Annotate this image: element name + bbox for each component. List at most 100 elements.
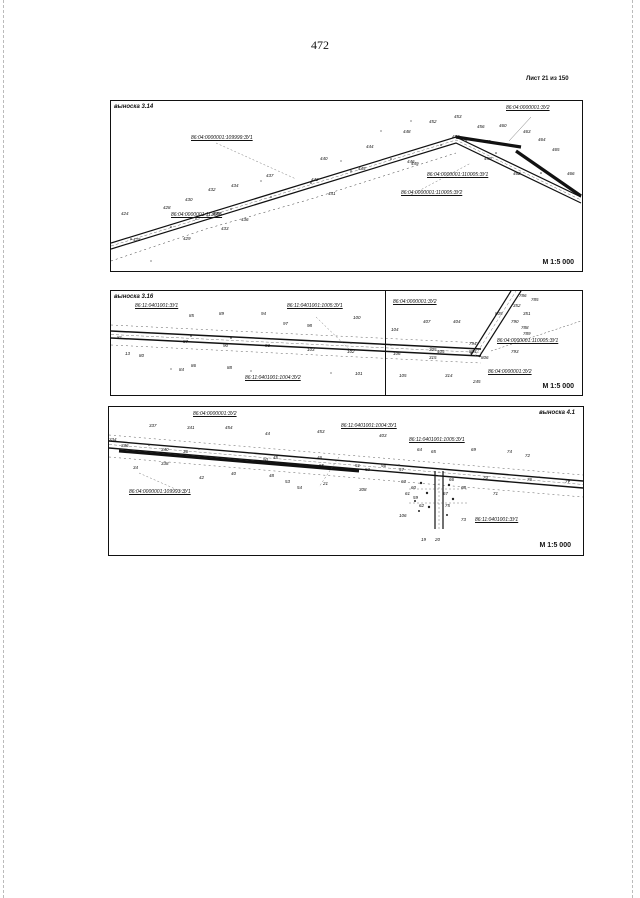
point-label: 64 <box>417 447 423 452</box>
point-label: 437 <box>266 173 274 178</box>
survey-drawing <box>111 116 582 262</box>
point-label: 351 <box>523 311 531 316</box>
point-label: 449 <box>411 161 419 166</box>
point-label: 785 <box>531 297 539 302</box>
point-label: 338 <box>161 461 169 466</box>
point-label: 430 <box>185 197 193 202</box>
parcel-label: 86:11:0401001:1005:ЗУ1 <box>287 303 343 309</box>
point-label: 63 <box>401 479 407 484</box>
point-label: 44 <box>265 431 271 436</box>
point-label: 45 <box>273 455 279 460</box>
point-label: 453 <box>454 114 462 119</box>
panel-divider <box>385 291 386 395</box>
point-label: 85 <box>189 313 195 318</box>
parcel-label: 86:11:0401001:ЗУ1 <box>475 517 519 523</box>
point-label: 48 <box>269 473 275 478</box>
point-label: 434 <box>231 183 239 188</box>
point-label: 53 <box>285 479 291 484</box>
point-label: 794 <box>469 341 477 346</box>
point-label: 352 <box>513 303 521 308</box>
point-label: 790 <box>511 319 519 324</box>
point-label: 442 <box>311 177 319 182</box>
point-label: 86 <box>191 363 197 368</box>
point-label: 42 <box>199 475 205 480</box>
point-label: 429 <box>183 236 191 241</box>
point-label: 68 <box>461 485 467 490</box>
point-label: 433 <box>221 226 229 231</box>
point-label: 336 <box>121 443 129 448</box>
point-label: 308 <box>359 487 367 492</box>
point-label: 71 <box>493 491 499 496</box>
point-label: 341 <box>187 425 195 430</box>
point-label: 66 <box>449 477 455 482</box>
point-label: 466 <box>567 171 575 176</box>
point-label: 440 <box>320 156 328 161</box>
point-label: 100 <box>353 315 361 320</box>
point-label: 19 <box>421 537 427 542</box>
point-label: 340 <box>161 447 169 452</box>
point-label: 460 <box>499 123 507 128</box>
left-scan-edge <box>3 0 4 898</box>
point-label: 36 <box>183 449 189 454</box>
point-label: 40 <box>231 471 237 476</box>
point-label: 424 <box>121 211 129 216</box>
point-label: 72 <box>525 453 531 458</box>
point-label: 89 <box>219 311 225 316</box>
parcel-label: 86:11:0401001:1005:ЗУ1 <box>409 437 465 443</box>
point-label: 464 <box>538 137 546 142</box>
point-label: 54 <box>297 485 303 490</box>
parcel-label: 86:04:0000001:ЗУ2 <box>193 411 237 417</box>
point-label: 806 <box>481 355 489 360</box>
point-label: 56 <box>381 463 387 468</box>
point-label: 13 <box>125 351 131 356</box>
point-label: 80 <box>139 353 145 358</box>
point-label: 334 <box>109 437 117 442</box>
point-label: 404 <box>453 319 461 324</box>
point-label: 76 <box>527 477 533 482</box>
point-label: 34 <box>133 465 139 470</box>
point-label: 305 <box>429 347 437 352</box>
point-label: 93 <box>265 343 271 348</box>
point-label: 106 <box>399 513 407 518</box>
sheet-label: Лист 21 из 150 <box>526 76 569 82</box>
point-label: 51 <box>355 463 361 468</box>
callout-panel-3-14: выноска 3.14 М 1:5 000 86:04:0000001:109… <box>110 100 583 272</box>
survey-drawing <box>111 291 582 374</box>
point-label: 465 <box>552 147 560 152</box>
parcel-label: 86:04:0000001:ЗУ2 <box>393 299 437 305</box>
parcel-label: 86:04:0000001:110005:ЗУ1 <box>427 172 489 178</box>
point-label: 452 <box>429 119 437 124</box>
point-label: 60 <box>411 485 417 490</box>
point-label: 805 <box>495 311 503 316</box>
parcel-label: 86:04:0000001:113505 <box>171 212 223 218</box>
point-label: 786 <box>519 293 527 298</box>
point-label: 788 <box>521 325 529 330</box>
point-label: 84 <box>179 367 185 372</box>
point-label: 87 <box>183 339 189 344</box>
point-label: 21 <box>323 481 329 486</box>
point-label: 94 <box>261 311 267 316</box>
point-label: 90 <box>223 343 229 348</box>
callout-label: выноска 4.1 <box>539 410 575 416</box>
point-label: 793 <box>511 349 519 354</box>
point-label: 67 <box>443 491 449 496</box>
point-label: 102 <box>347 349 355 354</box>
scale-label: М 1:5 000 <box>542 383 574 390</box>
point-label: 314 <box>445 373 453 378</box>
callout-panel-4-1: выноска 4.1 М 1:5 000 86:04:0000001:ЗУ2 … <box>108 406 584 556</box>
point-label: 103 <box>307 347 315 352</box>
point-label: 441 <box>328 191 336 196</box>
scale-label: М 1:5 000 <box>539 542 571 549</box>
point-label: 405 <box>437 349 445 354</box>
point-label: 106 <box>393 351 401 356</box>
point-label: 407 <box>423 319 431 324</box>
point-label: 445 <box>358 166 366 171</box>
point-label: 448 <box>403 129 411 134</box>
point-label: 459 <box>484 156 492 161</box>
point-label: 456 <box>477 124 485 129</box>
right-scan-edge <box>632 0 633 898</box>
parcel-label: 86:04:0000001:109993:ЗУ1 <box>129 489 191 495</box>
point-label: 73 <box>461 517 467 522</box>
point-label: 104 <box>391 327 399 332</box>
point-label: 789 <box>523 331 531 336</box>
